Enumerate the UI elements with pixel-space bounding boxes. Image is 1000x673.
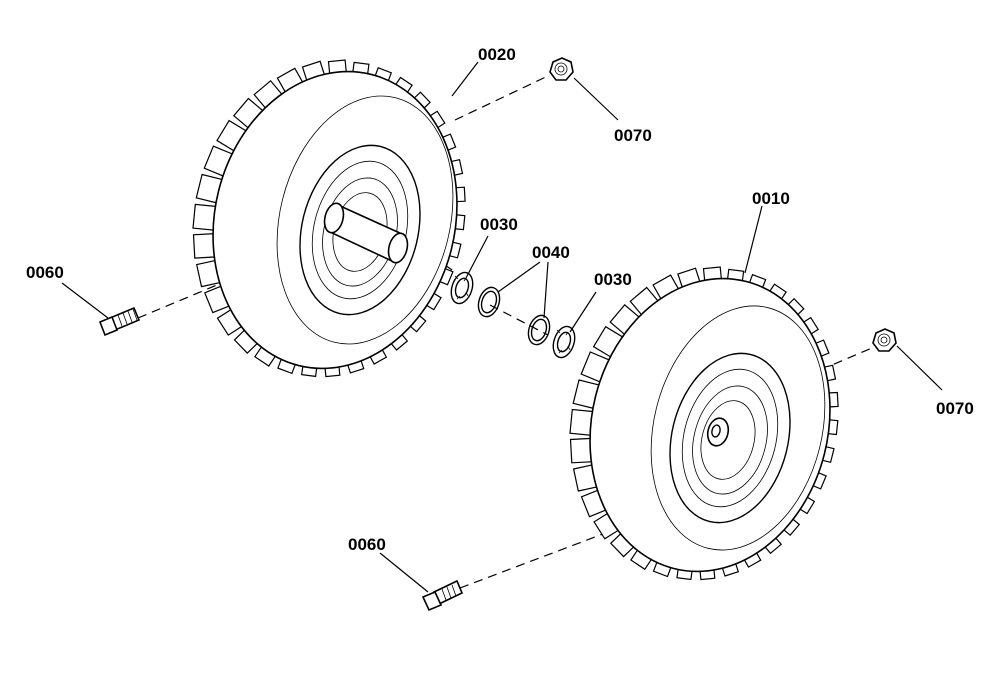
hex-nut-top <box>549 57 574 81</box>
leader-lines <box>61 61 943 593</box>
washer-ring <box>477 286 501 318</box>
wheel-right <box>569 266 839 581</box>
callout-nut-right: 0070 <box>936 399 974 418</box>
axle-shaft <box>323 202 409 264</box>
hub-bore <box>706 417 730 447</box>
hex-nut-right <box>872 328 897 352</box>
bolt-left <box>98 306 141 337</box>
callout-nut-top: 0070 <box>614 126 652 145</box>
bolt-bottom <box>421 579 464 612</box>
washer-ring-middle <box>527 314 551 346</box>
spacer-ring-left <box>450 271 474 305</box>
callout-spacer-left: 0030 <box>480 215 518 234</box>
callout-tire-right: 0010 <box>752 189 790 208</box>
callout-washer: 0040 <box>532 243 570 262</box>
callout-bolt-bottom: 0060 <box>348 535 386 554</box>
callout-spacer-right: 0030 <box>594 270 632 289</box>
callout-tire-left: 0020 <box>478 45 516 64</box>
spacer-ring-right <box>552 325 576 359</box>
wheel-left <box>192 59 466 378</box>
callout-bolt-left: 0060 <box>26 263 64 282</box>
